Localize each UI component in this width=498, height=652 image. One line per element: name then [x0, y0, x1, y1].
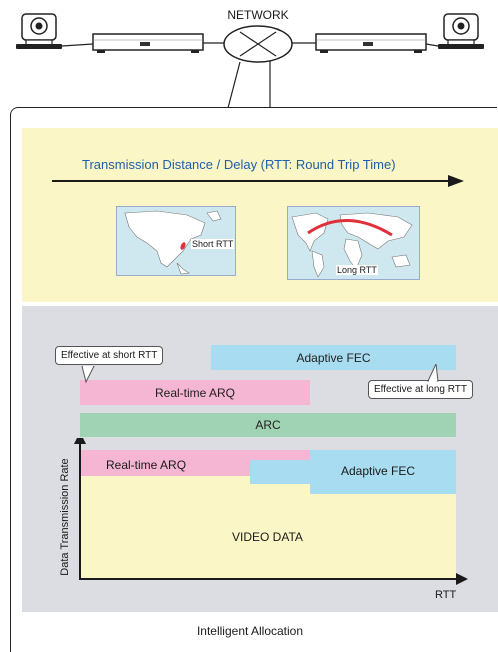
short-rtt-map: Short RTT — [116, 206, 236, 276]
adaptive-fec-bar: Adaptive FEC — [211, 345, 456, 370]
arc-bar: ARC — [80, 413, 456, 437]
video-data-label: VIDEO DATA — [232, 530, 303, 544]
realtime-arq-area — [80, 450, 310, 476]
network-topology — [16, 13, 484, 109]
left-camera-icon — [16, 13, 62, 49]
right-codec-device-icon — [315, 33, 427, 53]
adaptive-fec-area — [250, 450, 456, 494]
caption: Intelligent Allocation — [196, 624, 304, 638]
distance-arrow — [52, 175, 464, 187]
graph-realtime-arq-label: Real-time ARQ — [106, 458, 187, 472]
distance-title: Transmission Distance / Delay (RTT: Roun… — [82, 157, 396, 172]
realtime-arq-bar: Real-time ARQ — [80, 380, 310, 405]
allocation-graph — [74, 438, 468, 588]
world-map-icon — [291, 212, 413, 278]
graph-x-axis-label: RTT — [435, 589, 457, 601]
right-camera-icon — [438, 13, 484, 49]
graph-y-axis-label: Data Transmission Rate — [59, 458, 71, 576]
distance-panel — [22, 128, 498, 302]
long-rtt-label: Long RTT — [336, 265, 378, 275]
short-rtt-callout-tail — [81, 366, 95, 384]
long-rtt-callout-tail — [427, 364, 439, 382]
video-data-area — [80, 476, 456, 588]
graph-adaptive-fec-label: Adaptive FEC — [341, 464, 416, 478]
network-label: NETWORK — [227, 8, 289, 22]
left-codec-device-icon — [92, 33, 204, 53]
short-rtt-label: Short RTT — [191, 239, 235, 249]
long-rtt-callout: Effective at long RTT — [368, 380, 474, 399]
network-cloud-icon — [223, 25, 293, 63]
long-rtt-map: Long RTT — [287, 206, 420, 280]
short-rtt-callout: Effective at short RTT — [55, 346, 164, 365]
north-america-map-icon — [124, 210, 222, 275]
